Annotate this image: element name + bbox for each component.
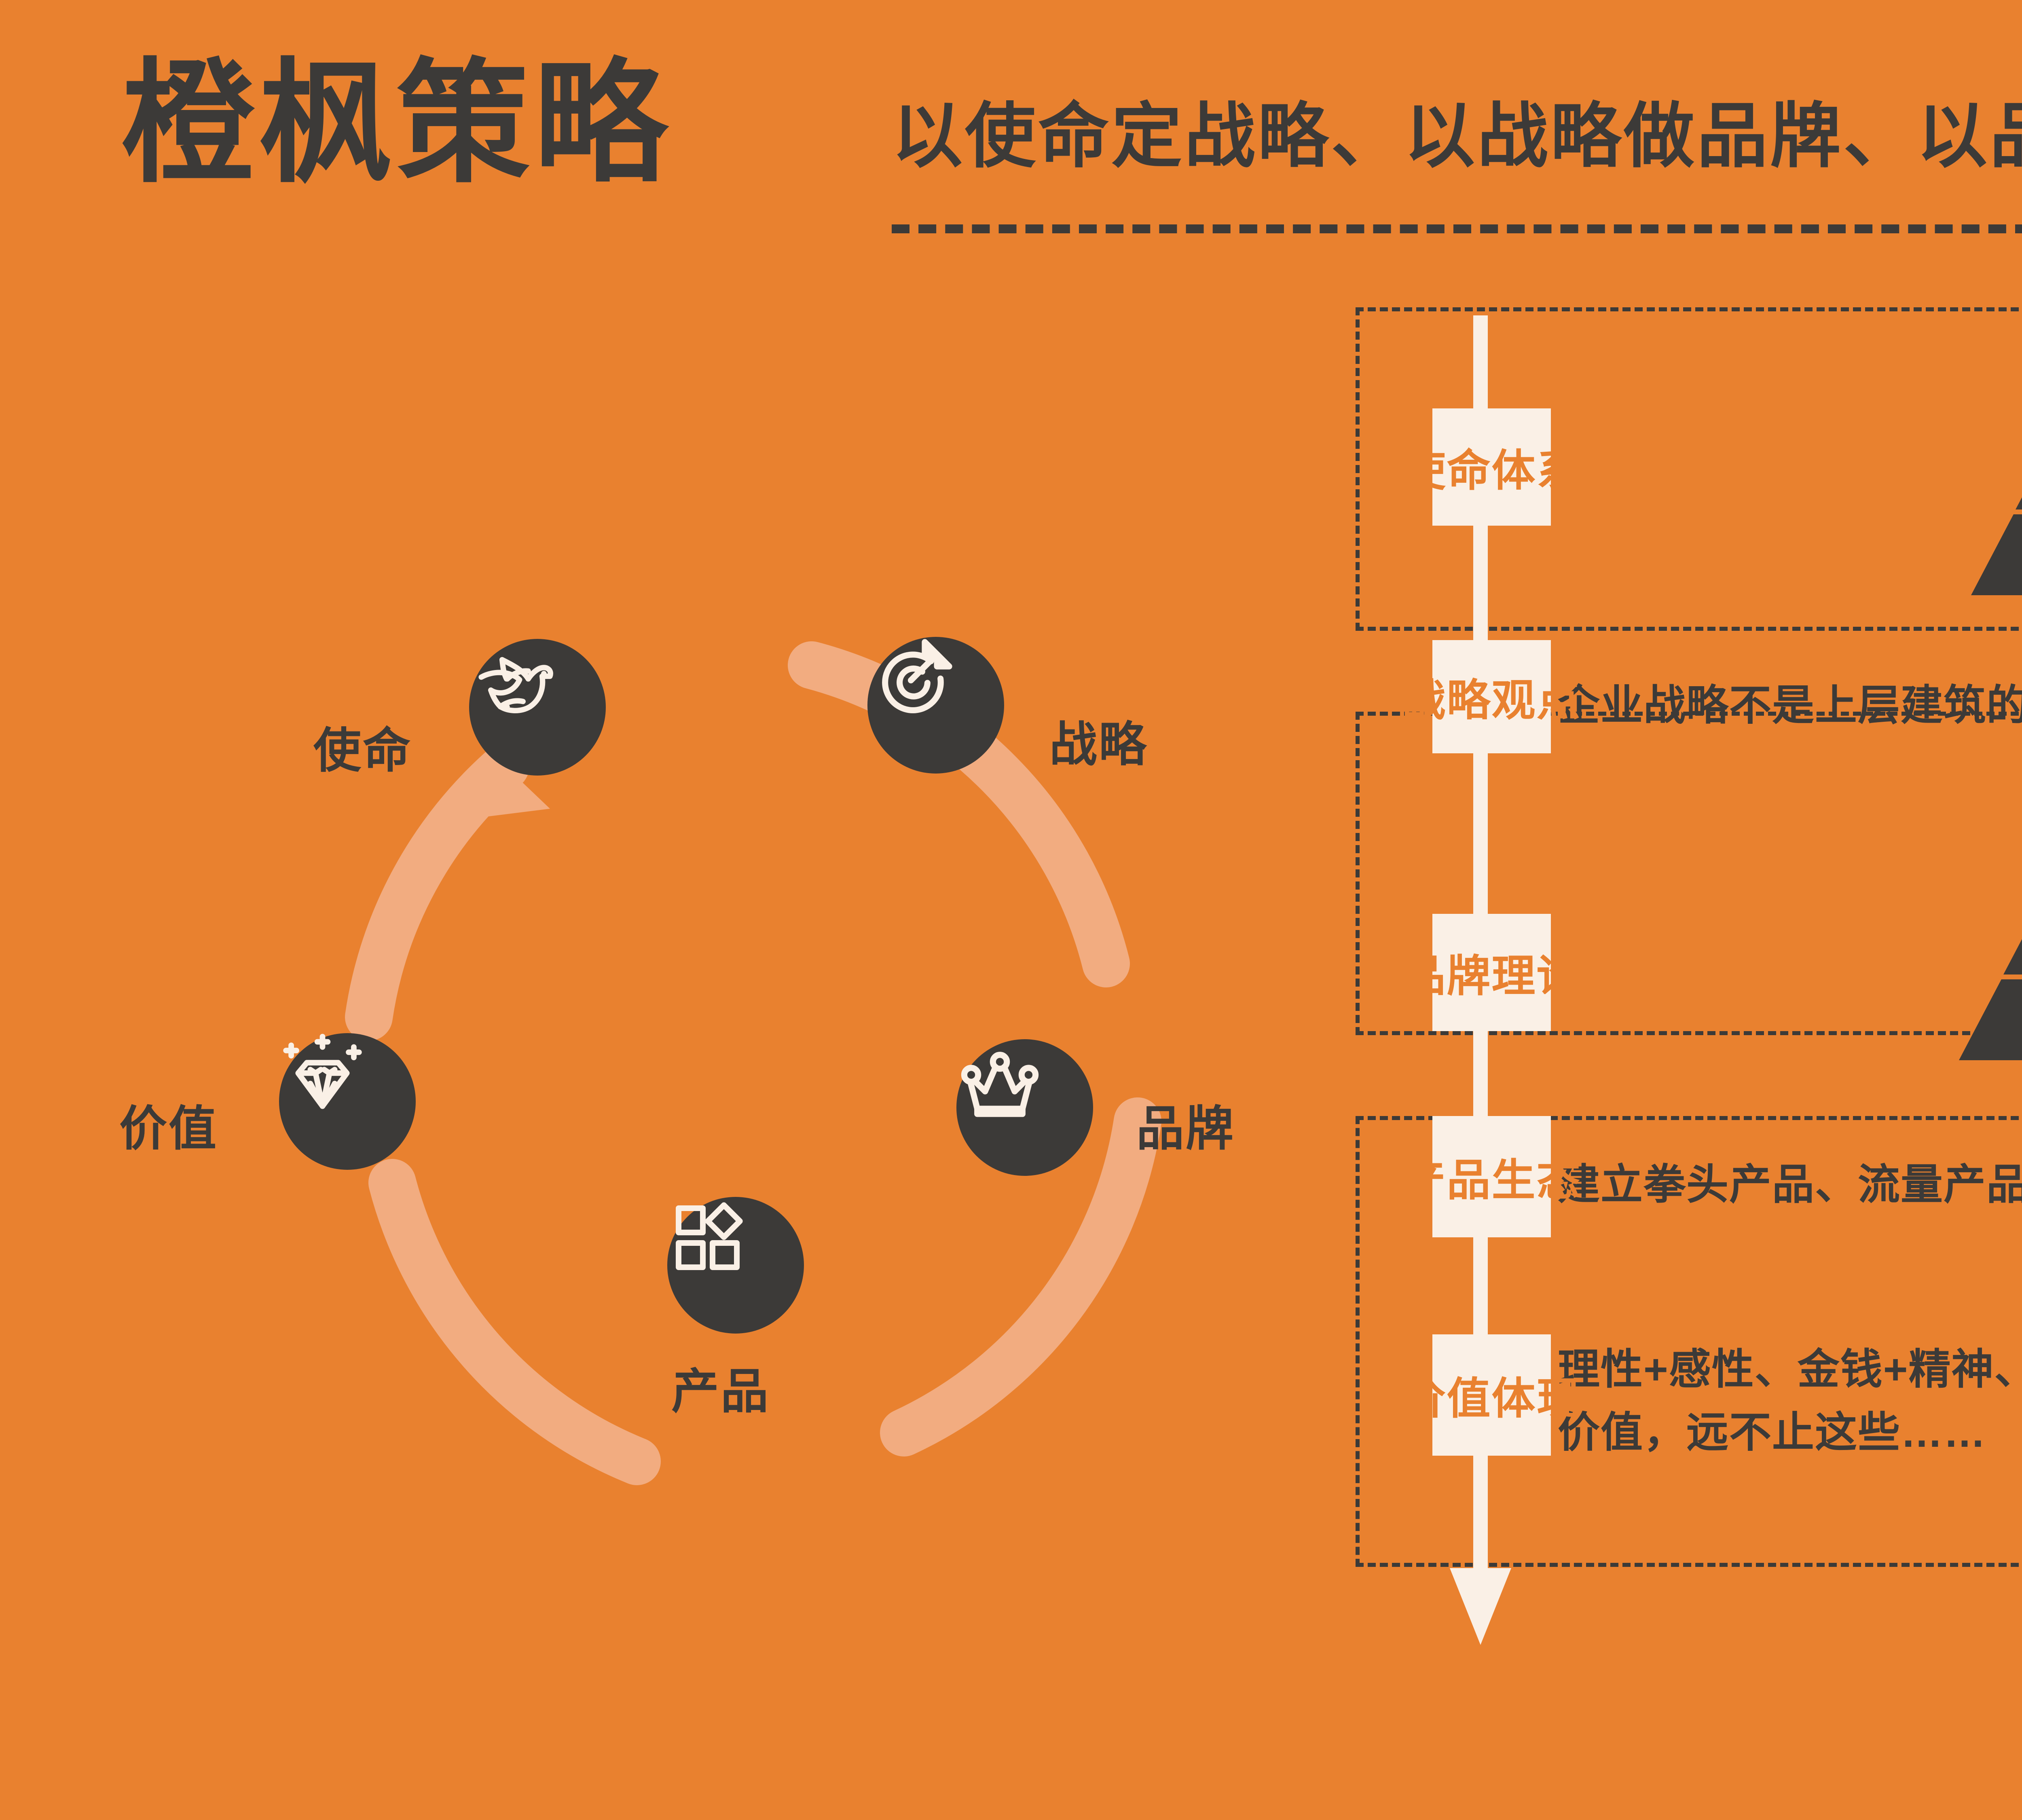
row-label-brand: 品牌理论 <box>1402 914 1580 1031</box>
pyramid-band-label: 价值观 <box>1877 539 2022 591</box>
cycle-node-product[interactable] <box>667 1197 804 1334</box>
cycle-arc <box>345 641 1161 1485</box>
row-text-value-2: 价值，远不止这些…… <box>1558 1409 1987 1456</box>
row-label-strategy: 战略观点 <box>1402 640 1580 753</box>
section-box-mission <box>1356 307 2022 631</box>
section-box-value <box>1356 1116 2022 1567</box>
pyramid-band: 愿景 <box>1877 319 2022 424</box>
flow-arrow-icon <box>1450 1568 1511 1645</box>
row-text-value-1: 理性+感性、金钱+精神、责任+义务、个人+社会……more <box>1558 1346 2022 1393</box>
pyramid-band-label: 品牌定位 <box>1877 917 2022 968</box>
cycle-label-brand: 品牌 <box>1136 1102 1235 1156</box>
cycle-node-mission[interactable] <box>469 639 606 776</box>
cycle-label-mission: 使命 <box>313 724 412 778</box>
pyramid-band: 品牌视觉 <box>1877 979 2022 1060</box>
cycle-label-strategy: 战略 <box>1049 718 1148 772</box>
cycle-label-value: 价值 <box>119 1102 218 1156</box>
tagline: 以使命定战略、以战略做品牌、以品牌塑产品、以产品创价值、以价值践使命 <box>892 97 2022 176</box>
pyramid-band: 使命 <box>1877 429 2022 509</box>
cycle-arrowhead <box>485 766 550 817</box>
pyramid-band: 品牌定位 <box>1877 894 2022 974</box>
cycle-node-value[interactable] <box>279 1033 416 1170</box>
pyramid-band: 价值观 <box>1877 514 2022 595</box>
value-cycle-diagram: 使命 战略 <box>119 566 1246 1585</box>
row-text-strategy: 企业战略不是上层建筑的精神口号，而是落实到每个岗位、每位员工的行为准则 <box>1558 682 2022 729</box>
page-title: 橙枫策略 <box>121 49 671 198</box>
pyramid-band-label: 使命 <box>1877 453 2022 504</box>
row-label-product: 产品生态 <box>1402 1116 1580 1237</box>
row-label-value: 价值体现 <box>1402 1334 1580 1456</box>
row-text-product: 建立拳头产品、流量产品、利润产品、活动产品、概念产品等完善产品体系 <box>1558 1161 2022 1208</box>
pyramid-band-label: 品牌视觉 <box>1877 1004 2022 1055</box>
pyramid-brand-left: 企业战略 品牌定位 品牌视觉 <box>1877 759 2022 1060</box>
pyramid-band: 企业战略 <box>1877 759 2022 889</box>
cycle-node-brand[interactable] <box>956 1039 1093 1176</box>
cycle-label-product: 产品 <box>671 1365 770 1418</box>
pyramid-mission-left: 愿景 使命 价值观 <box>1877 319 2022 602</box>
strategy-panel: 使命体系 愿景 使命 价值观 企业使命 权威专家 <box>1356 307 2022 1666</box>
section-box-brand <box>1356 712 2022 1035</box>
pyramid-band-label: 企业战略 <box>1877 839 2022 890</box>
cycle-node-strategy[interactable] <box>867 637 1004 774</box>
pyramid-band-label: 愿景 <box>1877 378 2022 430</box>
header-divider <box>892 224 2022 233</box>
row-label-mission: 使命体系 <box>1402 408 1580 526</box>
